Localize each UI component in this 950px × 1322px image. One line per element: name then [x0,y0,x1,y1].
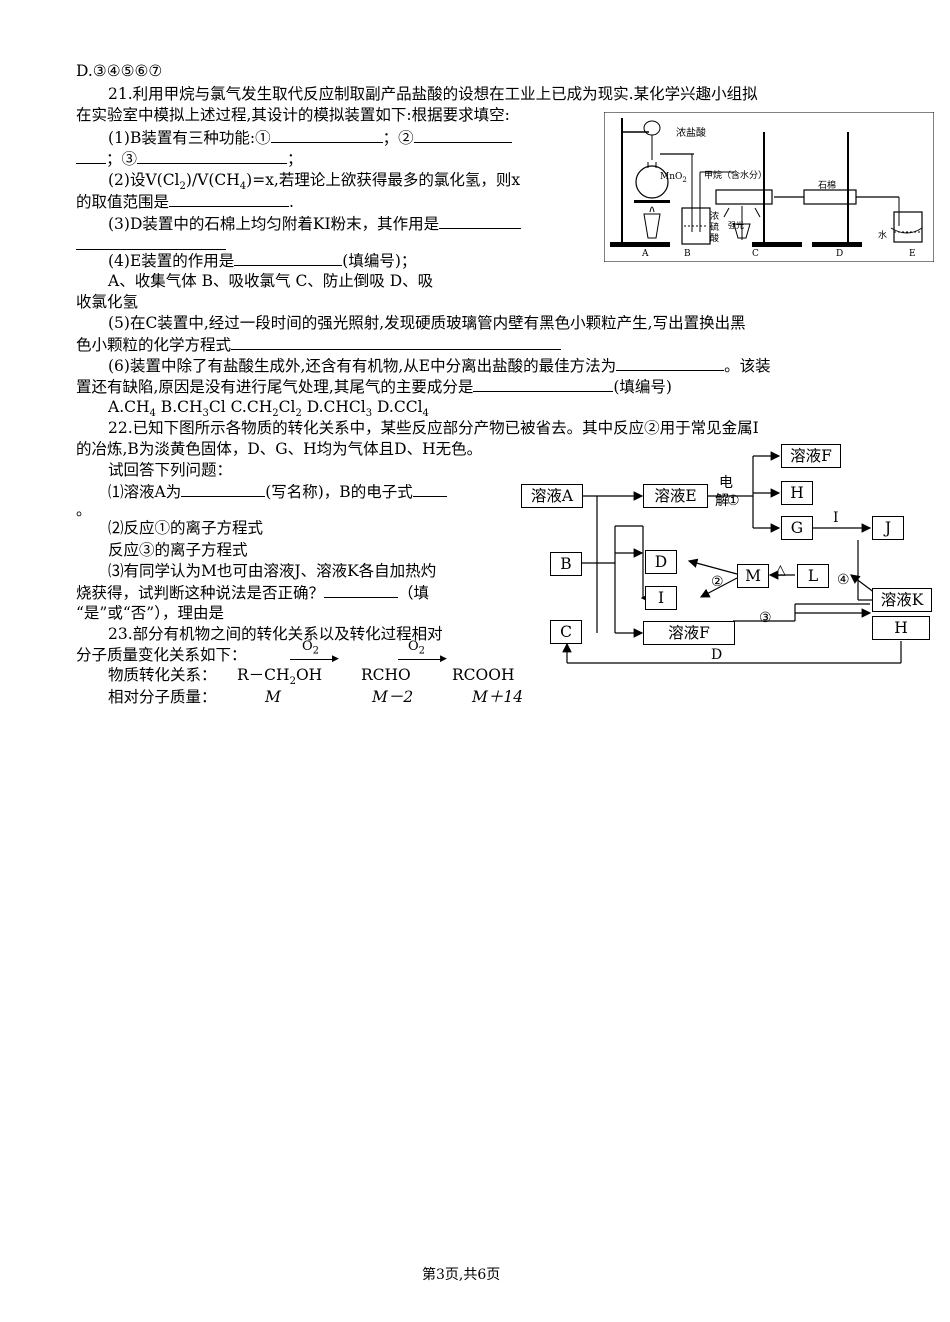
flow-label-d: D [711,647,723,663]
apparatus-label-asbestos: 石棉 [818,181,837,191]
blank[interactable] [270,127,383,143]
q23-aldehyde: RCHO [361,666,411,684]
flow-diagram: 溶液A 溶液E 溶液F H G J B D M L 溶液K I C 溶液F H … [515,438,935,668]
blank[interactable] [616,355,725,371]
flow-box-d: D [645,550,677,574]
q21-part1: (1)B装置有三种功能:①；② [108,127,512,148]
flow-label-reaction-4: ④ [837,572,850,588]
blank[interactable] [413,127,512,143]
q21-part4-options-cont: 收氯化氢 [76,293,139,311]
flow-label-electrolysis-2: 解 [715,493,729,509]
flow-box-i: I [645,586,677,610]
q22-part3-cont2: “是”或“否”），理由是 [76,604,224,622]
flow-label-electrolysis-1: 电 [719,475,733,491]
blank[interactable] [76,234,226,250]
blank[interactable] [137,148,288,164]
flow-label-i: I [833,510,839,526]
q21-part5-cont: 色小颗粒的化学方程式 [76,334,562,355]
q21-part2-cont: 的取值范围是. [76,191,294,211]
q21-part6: (6)装置中除了有盐酸生成外,还含有有机物,从E中分离出盐酸的最佳方法为。该装 [108,355,771,375]
flow-label-reaction-1: ① [727,493,740,509]
apparatus-label-e: E [909,249,916,259]
q23-arrow-2 [398,659,444,660]
q23-arrow-head-2: ▶ [440,654,447,664]
q21-stem: 21.利用甲烷与氯气发生取代反应制取副产品盐酸的设想在工业上已成为现实.某化学兴… [108,85,758,103]
flow-box-b: B [550,552,582,576]
q21-part3-cont [76,234,226,255]
flow-connectors [562,451,902,664]
flow-box-solution-f-bottom: 溶液F [643,621,735,645]
q23-arrow-label-2: O2 [408,639,426,657]
apparatus-label-a: A [642,249,649,259]
flow-box-l: L [797,564,829,588]
line-option-d: D.③④⑤⑥⑦ [76,62,163,80]
q21-part2: (2)设V(Cl2)/V(CH4)=x,若理论上欲获得最多的氯化氢，则x [108,171,521,193]
q21-part6-options: A.CH4 B.CH3Cl C.CH2Cl2 D.CHCl3 D.CCl4 [108,398,429,420]
blank[interactable] [231,334,562,350]
q22-stem: 22.已知下图所示各物质的转化关系中，某些反应部分产物已被省去。其中反应②用于常… [108,419,759,437]
apparatus-label-light: 强光 [728,221,744,230]
q23-acid: RCOOH [452,666,515,684]
apparatus-figure: 浓盐酸 MnO2 甲烷（含水分） 石棉 浓硫酸 强光 水 A B C D E [603,111,935,263]
q23-stem: 23.部分有机物之间的转化关系以及转化过程相对 [108,625,443,643]
q21-part5: (5)在C装置中,经过一段时间的强光照射,发现硬质玻璃管内壁有黑色小颗粒产生,写… [108,314,746,332]
blank[interactable] [76,148,106,164]
blank[interactable] [169,191,290,207]
flow-box-j: J [872,516,904,540]
apparatus-label-acid: 浓盐酸 [676,128,706,139]
blank[interactable] [412,481,447,497]
blank[interactable] [473,376,614,392]
apparatus-label-h2so4: 浓硫酸 [710,212,720,244]
q22-part3: ⑶有同学认为M也可由溶液J、溶液K各自加热灼 [108,562,437,580]
blank[interactable] [181,481,266,497]
apparatus-label-c: C [752,249,759,259]
apparatus-label-d: D [836,249,844,259]
q23-arrow-label-1: O2 [302,639,320,657]
q21-part6-cont: 置还有缺陷,原因是没有进行尾气处理,其尾气的主要成分是(填编号) [76,376,672,396]
flow-label-reaction-3: ③ [759,610,772,626]
q21-stem-2: 在实验室中模拟上述过程,其设计的模拟装置如下:根据要求填空: [76,106,510,124]
flow-box-solution-e: 溶液E [643,484,708,508]
flow-box-solution-k: 溶液K [872,588,932,612]
q22-part1-end: 。 [76,501,92,519]
apparatus-label-water: 水 [878,231,888,241]
flow-box-g: G [781,516,813,540]
q23-mass-1: M [265,688,281,706]
q21-part3: (3)D装置中的石棉上均匀附着KI粉末，其作用是 [108,213,522,234]
flow-box-c: C [550,620,582,644]
blank[interactable] [234,250,343,266]
q23-mass-3: M＋14 [472,688,524,706]
q23-alcohol: R－CH2OH [237,666,323,688]
flow-box-m: M [737,564,769,588]
blank[interactable] [324,582,399,598]
blank[interactable] [439,213,522,229]
apparatus-label-methane: 甲烷（含水分） [704,171,768,181]
q21-part1-cont: ；③； [76,148,303,169]
q23-reaction-label: 物质转化关系： [108,666,217,684]
q23-stem-2: 分子质量变化关系如下： [76,646,247,664]
q22-intro: 试回答下列问题： [108,461,233,479]
q22-part3-cont: 烧获得，试判断这种说法是否正确？（填 [76,582,430,602]
flow-label-heat: △ [775,562,786,578]
q21-part4-options: A、收集气体 B、吸收氯气 C、防止倒吸 D、吸 [108,272,434,290]
apparatus-drawing [603,111,935,263]
q22-part1: ⑴溶液A为(写名称)，B的电子式 [108,481,447,502]
q23-arrow-head-1: ▶ [332,654,339,664]
q22-part2b: 反应③的离子方程式 [108,541,248,559]
q21-part4: (4)E装置的作用是(填编号)； [108,250,417,270]
flow-box-h-bottom: H [872,616,930,640]
q23-mass-label: 相对分子质量： [108,688,217,706]
page-footer: 第3页,共6页 [422,1267,501,1283]
flow-box-h-top: H [781,481,813,505]
apparatus-label-mno2: MnO2 [660,172,687,184]
apparatus-label-b: B [684,249,691,259]
q22-part2: ⑵反应①的离子方程式 [108,519,264,537]
q22-stem-2: 的冶炼,B为淡黄色固体，D、G、H均为气体且D、H无色。 [76,440,483,458]
flow-label-reaction-2: ② [711,574,724,590]
q23-arrow-1 [290,659,336,660]
flow-box-solution-a: 溶液A [521,484,583,508]
q23-mass-2: M－2 [372,688,414,706]
flow-box-solution-f-top: 溶液F [781,444,841,468]
